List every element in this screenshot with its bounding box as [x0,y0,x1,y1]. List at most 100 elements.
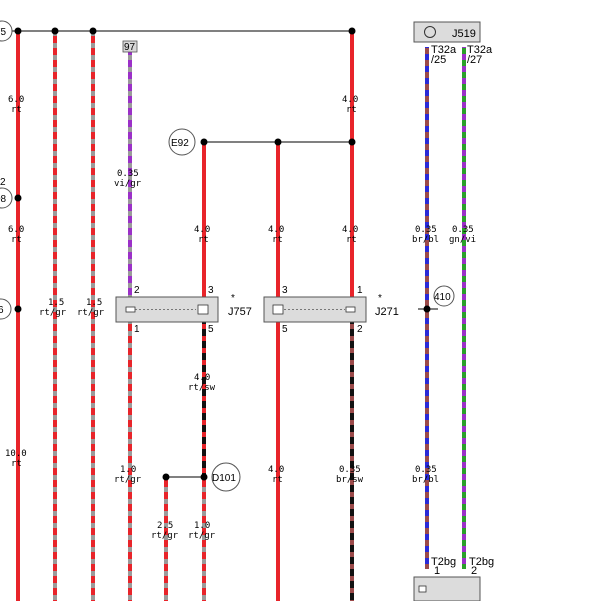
wire-color: rt/sw [188,383,216,393]
wire-gauge: 0.35 [117,169,139,179]
e92-label: E92 [171,138,189,149]
component-6[interactable]: 6 [0,298,12,320]
pin-label: 3 [282,285,288,296]
wire-j271-2-out [350,322,354,601]
wire-gauge: 2.5 [157,521,173,531]
wire-color: rt [346,105,357,115]
wire-color: rt [346,235,357,245]
j757-star: * [231,293,235,304]
wire-d101-down [202,477,206,601]
connector-t32a-27-name: T32a [467,44,493,56]
wire-gauge: 4.0 [342,225,358,235]
wire-left-rt [16,31,20,601]
wire-color: vi/gr [114,179,142,189]
junction-dot [274,138,282,146]
c6-label: 6 [0,305,4,316]
wire-color: rt [198,235,209,245]
junction-dot [423,305,431,313]
pin-label: 2 [134,285,140,296]
wire-color: rt [272,235,283,245]
c2-label: 2 [0,177,6,188]
wire-gauge: 1.5 [48,298,64,308]
connector-t2bg-2-pin: 2 [471,565,477,577]
wire-gauge: 0.35 [415,225,437,235]
pin-label: 5 [282,324,288,335]
wire-color: br/bl [412,475,439,485]
junction-dot [200,473,208,481]
connector-t32a-25-name: T32a [431,44,457,56]
wire-rtgr-1 [53,31,57,601]
junction-dot [200,138,208,146]
connector-t2bg-1-pin: 1 [434,565,440,577]
pin-label: 3 [208,285,214,296]
wire-gauge: 4.0 [342,95,358,105]
wire-color: rt [11,235,22,245]
wire-e92-j757 [202,142,206,298]
wire-color: br/sw [336,475,364,485]
wire-color: rt/gr [151,531,179,541]
junction-dot [162,473,170,481]
connector-box-bottom[interactable] [413,576,481,601]
wire-color: rt/gr [77,308,105,318]
wire-gauge: 0.35 [415,465,437,475]
connector-t32a-27-pin: /27 [467,54,482,66]
control-unit-j519[interactable]: J519 [413,21,481,43]
wire-gauge: 6.0 [8,95,24,105]
junction-dot [89,27,97,35]
connector-t2bg-2-name: T2bg [469,556,494,568]
wire-gauge: 4.0 [194,373,210,383]
wire-color: rt/gr [188,531,216,541]
c75-label: 75 [0,27,7,38]
wire-labels: 6.0 rt 6.0 rt 10.0 rt 1.5 rt/gr 1.5 rt/g… [5,95,476,541]
pin-label: 5 [208,324,214,335]
wire-j271-5-out [276,322,280,601]
wire-gauge: 6.0 [8,225,24,235]
component-e92[interactable]: E92 [168,128,196,156]
wire-gauge: 4.0 [194,225,210,235]
component-d101[interactable]: D101 [211,462,241,492]
wire-color: rt/gr [39,308,67,318]
d101-label: D101 [212,473,236,484]
c08-label: 08 [0,194,7,205]
wire-j757-1-out [128,322,132,601]
wire-gauge: 0.35 [339,465,361,475]
junction-dot [51,27,59,35]
wire-gnvi [462,47,466,569]
connector-stub [122,40,138,53]
junction-dot [348,27,356,35]
pin-label: 1 [134,324,140,335]
wire-top-j271 [350,31,354,298]
component-75[interactable]: 75 [0,20,13,42]
wire-gauge: 1.0 [120,465,136,475]
wire-gauge: 10.0 [5,449,27,459]
wire-gauge: 4.0 [268,465,284,475]
component-410[interactable]: 410 [433,285,455,307]
wire-e92-j271-3 [276,142,280,298]
j271-star: * [378,293,382,304]
junction-dot [14,305,22,313]
j757-label: J757 [228,306,252,318]
wire-gauge: 1.0 [194,521,210,531]
wire-color: rt/gr [114,475,142,485]
wire-rtgr-2 [91,31,95,601]
wire-color: gn/vi [449,235,476,245]
wire-d101-rtgr [164,477,168,601]
junction-dot [14,194,22,202]
component-08[interactable]: 08 [0,187,13,209]
relay-j757[interactable] [115,296,219,323]
component-97-label: 97 [124,42,136,53]
wire-gauge: 1.5 [86,298,102,308]
j519-label: J519 [452,28,476,40]
pin-label: 2 [357,324,363,335]
wire-gauge: 4.0 [268,225,284,235]
wire-color: rt [11,105,22,115]
n410-label: 410 [434,292,451,303]
junction-dot [348,138,356,146]
wire-vigr [128,52,132,298]
wire-color: br/bl [412,235,439,245]
relay-j271[interactable] [263,296,367,323]
wire-color: rt [272,475,283,485]
connector-t2bg-1-name: T2bg [431,556,456,568]
wire-color: rt [11,459,22,469]
